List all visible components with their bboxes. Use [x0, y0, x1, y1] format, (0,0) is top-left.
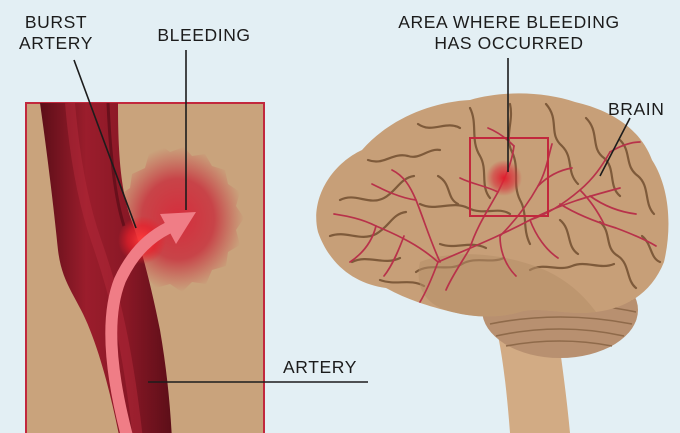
label-area-bleeding-line2: HAS OCCURRED — [396, 33, 622, 54]
label-brain-text: BRAIN — [608, 99, 680, 120]
label-artery: ARTERY — [272, 357, 368, 378]
label-bleeding-text: BLEEDING — [144, 25, 264, 46]
label-burst-artery: BURST ARTERY — [8, 12, 104, 54]
burst-artery-inset — [26, 103, 264, 433]
label-artery-text: ARTERY — [272, 357, 368, 378]
label-area-bleeding-line1: AREA WHERE BLEEDING — [396, 12, 622, 33]
label-bleeding: BLEEDING — [144, 25, 264, 46]
brain-bleed-spot — [486, 160, 522, 196]
label-brain: BRAIN — [608, 99, 680, 120]
label-burst-artery-line2: ARTERY — [8, 33, 104, 54]
label-area-bleeding: AREA WHERE BLEEDING HAS OCCURRED — [396, 12, 622, 54]
label-burst-artery-line1: BURST — [8, 12, 104, 33]
